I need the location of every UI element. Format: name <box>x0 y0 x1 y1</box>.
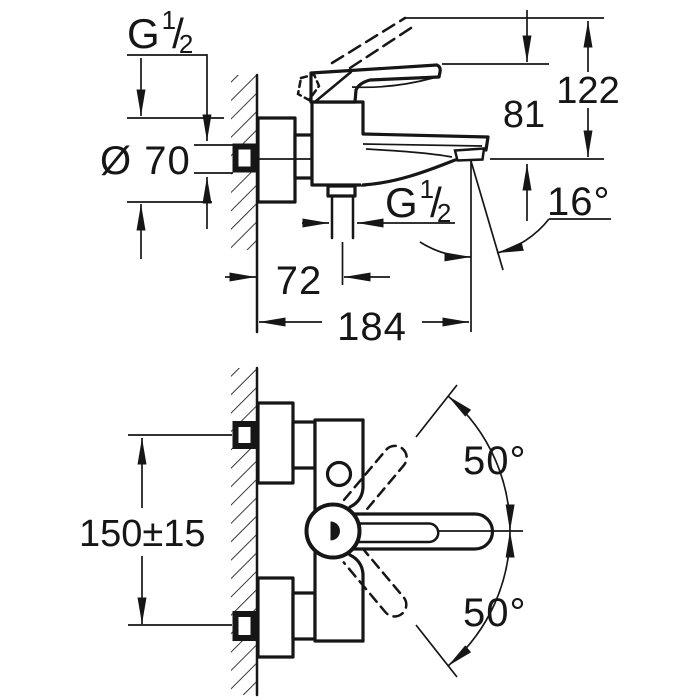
spout-angle-slant <box>470 160 504 271</box>
wall-hatching-plan <box>231 368 257 695</box>
spout-lip-line <box>365 148 453 158</box>
lever-height-label: 81 <box>503 94 545 136</box>
s-union-connector <box>232 143 257 173</box>
escutcheon-plan-bottom <box>256 576 317 659</box>
spout-angle-arc-left <box>419 241 472 262</box>
dim-swing-lower: 50° <box>415 530 527 678</box>
spout-inner-line <box>362 143 483 147</box>
raised-lever-bottom <box>348 24 416 70</box>
s-union-plan-top <box>232 421 257 449</box>
s-union-plan-bottom <box>232 611 257 641</box>
wall-section-side <box>231 73 259 334</box>
escutcheon-flange <box>256 116 297 204</box>
spout-underside <box>361 158 457 187</box>
dim-wall-to-spout: 184 <box>259 305 469 349</box>
escutcheon-bottom <box>256 576 295 659</box>
dim-outlet-thread: G1/2 <box>302 174 455 228</box>
lever-down-position <box>342 546 408 618</box>
knob-center-mark <box>330 521 340 541</box>
swing-lower-arc-b <box>494 530 515 604</box>
s-union-bottom <box>232 611 257 641</box>
swing-lower-ext <box>415 624 458 678</box>
raised-lever-tail <box>296 73 321 102</box>
spout-side <box>361 132 490 187</box>
dim-wall-thread: G1/2 <box>127 5 233 229</box>
swing-upper-arc-a <box>447 395 496 460</box>
flange-diameter-label: Ø 70 <box>100 139 191 183</box>
shower-outlet-stub <box>326 184 357 240</box>
swing-upper-arc-b <box>494 458 515 532</box>
lever-closed <box>309 63 442 104</box>
plan-view: 150±15 50° 50° <box>79 366 527 697</box>
spout-fill <box>361 134 488 185</box>
escutcheon-side <box>256 116 314 204</box>
s-union-top <box>232 421 257 449</box>
lever-swing-dashed-lower <box>342 546 408 618</box>
side-view: G1/2 Ø 70 122 81 <box>100 5 620 349</box>
escutcheon-top <box>256 401 295 485</box>
lever-raised-dashed <box>296 16 416 102</box>
escutcheon-plan-top <box>256 401 317 485</box>
mixer-body-side <box>310 100 367 187</box>
wall-thread-leader <box>127 54 212 141</box>
union-nut-bottom <box>291 591 317 641</box>
union-nut <box>293 133 314 180</box>
body-fill <box>312 102 363 185</box>
swing-upper-ext <box>415 384 458 438</box>
lever-plan <box>351 512 523 551</box>
dim-wall-to-center: 72 <box>225 242 390 303</box>
lever-handle-side <box>309 63 442 104</box>
overall-height-label: 122 <box>556 70 619 112</box>
spout-top-edge <box>361 132 490 152</box>
raised-lever-top <box>330 16 407 65</box>
spout-angle-arc-right <box>496 218 550 254</box>
wall-to-spout-label: 184 <box>337 305 407 349</box>
lever-up-position <box>342 444 408 517</box>
lever-inner-detail <box>355 522 440 544</box>
lever-front-edge <box>314 70 353 103</box>
dim-overall-height: 122 <box>404 17 620 160</box>
union-nut-top <box>291 420 317 470</box>
wall-thread-label: G1/2 <box>127 5 193 59</box>
aerator <box>453 147 486 162</box>
lever-knob <box>304 502 362 560</box>
connection-ext-lines <box>128 434 232 626</box>
swing-upper-label: 50° <box>463 439 527 483</box>
wall-thread-ext-lines <box>194 144 233 174</box>
outlet-collar <box>326 184 357 198</box>
dim-spout-angle: 16° <box>419 160 611 332</box>
swing-lower-arc-a <box>447 602 496 667</box>
connection-spacing-label: 150±15 <box>79 513 206 555</box>
body-right-lower <box>348 553 365 643</box>
dim-swing-upper: 50° <box>415 384 527 532</box>
diverter-button <box>325 460 353 488</box>
outlet-thread-label: G1/2 <box>385 174 451 228</box>
wall-section-plan <box>231 366 259 697</box>
body-right-upper <box>348 418 365 509</box>
lever-swing-dashed-upper <box>342 444 408 517</box>
swing-lower-label: 50° <box>463 591 527 635</box>
spout-angle-label: 16° <box>547 180 611 224</box>
dim-connection-spacing: 150±15 <box>79 438 206 624</box>
dim-lever-height: 81 <box>442 10 549 221</box>
flange-ext-lines <box>127 117 224 203</box>
lever-underside-line <box>351 77 434 89</box>
outlet-thread-tube <box>330 194 355 240</box>
s-union-side <box>232 143 257 173</box>
wall-to-center-label: 72 <box>276 259 323 303</box>
dim-flange-diameter: Ø 70 <box>100 58 224 259</box>
